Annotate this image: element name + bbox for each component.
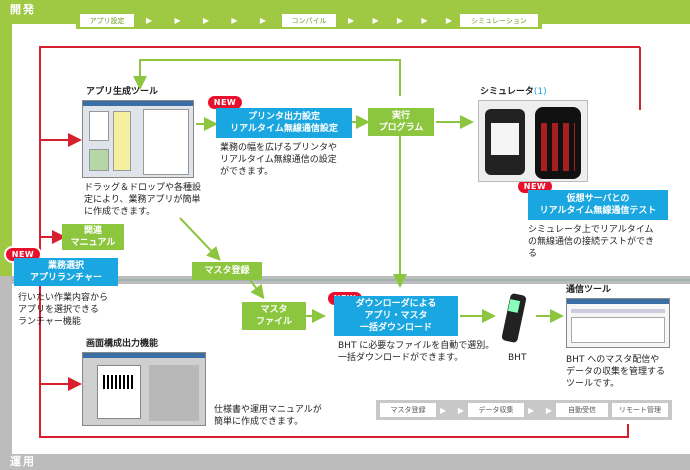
app-tool-title: アプリ生成ツール — [86, 87, 159, 97]
bht-device-icon — [500, 292, 530, 344]
arrow-icon: ▶ — [528, 405, 535, 415]
printer-settings-box: プリンタ出力設定 リアルタイム無線通信設定 — [216, 108, 352, 138]
simulator-note: (1) — [533, 87, 547, 97]
virtual-server-box: 仮想サーバとの リアルタイム無線通信テスト — [528, 190, 668, 220]
arrow-icon: ▶ — [457, 405, 464, 415]
top-bar-arrows-1: ▶ ▶ ▶ ▶ ▶ — [146, 14, 266, 27]
virtual-box-line: リアルタイム無線通信テスト — [539, 206, 657, 216]
virtual-desc-line: シミュレータ上でリアルタイム — [528, 225, 654, 235]
printer-box-line: リアルタイム無線通信設定 — [230, 124, 338, 134]
bottom-bar-item-collect: データ収集 — [468, 403, 524, 417]
bottom-bar-item-remote: リモート管理 — [612, 403, 668, 417]
doc-tool-desc-line: 仕様書や運用マニュアルが — [214, 405, 322, 415]
manual-box-line: マニュアル — [70, 238, 116, 248]
download-box-line: ダウンローダによる — [355, 299, 437, 309]
comm-tool-desc: BHT へのマスタ配信や データの収集を管理する ツールです。 — [566, 354, 665, 390]
doc-tool-screenshot — [82, 352, 206, 426]
bottom-bar-item-master: マスタ登録 — [380, 403, 436, 417]
comm-tool-desc-line: データの収集を管理する — [566, 367, 666, 377]
download-desc-line: 一括ダウンロードができます。 — [338, 353, 464, 363]
bottom-bar-item-auto-receive: 自動受信 — [556, 403, 608, 417]
bottom-arrows-1: ▶ ▶ — [440, 403, 464, 417]
master-file-line: マスタ — [260, 305, 288, 315]
exec-box-line: プログラム — [378, 123, 424, 133]
printer-desc-line: リアルタイム無線通信の設定 — [220, 155, 337, 165]
virtual-desc-line: の無線通信の接続テストができ — [528, 237, 655, 247]
arrow-icon: ▶ — [545, 405, 552, 415]
app-tool-desc-line: に作成できます。 — [84, 207, 156, 217]
arrow-icon: ▶ — [396, 16, 404, 25]
doc-tool-desc-line: 簡単に作成できます。 — [214, 417, 304, 427]
download-desc-line: BHT に必要なファイルを自動で選別。 — [338, 341, 495, 351]
master-file-line: ファイル — [255, 317, 292, 327]
arrow-icon: ▶ — [348, 16, 355, 25]
arrow-icon: ▶ — [174, 16, 181, 25]
app-tool-desc-line: 定により、業務アプリが簡単 — [84, 195, 201, 205]
app-tool-desc-line: ドラッグ＆ドロップや各種設 — [84, 183, 202, 193]
printer-desc-line: ができます。 — [220, 167, 274, 177]
arrow-icon: ▶ — [421, 16, 428, 25]
launcher-box: 業務選択 アプリランチャー — [14, 258, 118, 286]
section-label-ops: 運用 — [10, 455, 36, 468]
doc-tool-title: 画面構成出力機能 — [86, 339, 159, 349]
arrow-icon: ▶ — [202, 16, 210, 25]
printer-desc: 業務の幅を広げるプリンタや リアルタイム無線通信の設定 ができます。 — [220, 142, 337, 178]
download-desc: BHT に必要なファイルを自動で選別。 一括ダウンロードができます。 — [338, 340, 494, 364]
launcher-desc-line: アプリを選択できる — [18, 305, 99, 315]
arrow-icon: ▶ — [440, 405, 447, 415]
comm-tool-desc-line: BHT へのマスタ配信や — [566, 355, 660, 365]
launcher-box-line: 業務選択 — [47, 261, 84, 271]
virtual-desc-line: る — [528, 249, 538, 259]
download-box-line: アプリ・マスタ — [364, 311, 428, 321]
arrow-icon: ▶ — [146, 16, 153, 25]
doc-tool-desc: 仕様書や運用マニュアルが 簡単に作成できます。 — [214, 404, 322, 428]
section-label-dev: 開発 — [10, 3, 36, 16]
download-box-line: 一括ダウンロード — [359, 323, 432, 333]
comm-tool-title: 通信ツール — [566, 285, 612, 295]
downloader-box: ダウンローダによる アプリ・マスタ 一括ダウンロード — [334, 296, 458, 336]
manual-box: 関連 マニュアル — [62, 224, 124, 250]
arrow-icon: ▶ — [231, 16, 238, 25]
launcher-desc-line: ランチャー機能 — [18, 317, 81, 327]
top-bar-item-app-settings: アプリ設定 — [80, 14, 134, 27]
top-bar-item-compile: コンパイル — [282, 14, 336, 27]
top-bar-arrows-2: ▶ ▶ ▶ ▶ ▶ — [348, 14, 452, 27]
comm-tool-screenshot — [566, 298, 670, 348]
launcher-desc: 行いたい作業内容から アプリを選択できる ランチャー機能 — [18, 292, 108, 328]
arrow-icon: ▶ — [259, 16, 266, 25]
app-tool-desc: ドラッグ＆ドロップや各種設 定により、業務アプリが簡単 に作成できます。 — [84, 182, 201, 218]
launcher-box-line: アプリランチャー — [30, 273, 102, 283]
exec-program-box: 実行 プログラム — [368, 108, 434, 136]
bht-label: BHT — [508, 353, 527, 363]
bottom-arrows-2: ▶ ▶ — [528, 403, 552, 417]
app-tool-screenshot — [82, 100, 194, 178]
printer-desc-line: 業務の幅を広げるプリンタや — [220, 143, 338, 153]
exec-box-line: 実行 — [391, 111, 410, 121]
simulator-title-text: シミュレータ — [480, 87, 534, 97]
simulator-title: シミュレータ(1) — [480, 86, 547, 98]
virtual-desc: シミュレータ上でリアルタイム の無線通信の接続テストができ る — [528, 224, 654, 260]
printer-box-line: プリンタ出力設定 — [247, 112, 320, 122]
top-bar-item-simulation: シミュレーション — [460, 14, 538, 27]
arrow-icon: ▶ — [372, 16, 379, 25]
virtual-box-line: 仮想サーバとの — [566, 194, 630, 204]
comm-tool-desc-line: ツールです。 — [566, 379, 620, 389]
simulator-image — [478, 100, 588, 182]
manual-box-line: 関連 — [83, 226, 102, 236]
master-registration-box: マスタ登録 — [192, 262, 262, 280]
master-file-box: マスタ ファイル — [242, 302, 306, 330]
launcher-desc-line: 行いたい作業内容から — [18, 293, 109, 303]
arrow-icon: ▶ — [445, 16, 452, 25]
